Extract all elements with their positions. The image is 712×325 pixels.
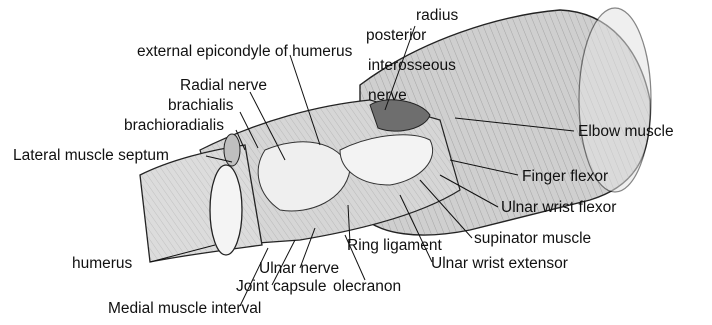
label-interosseous: interosseous (368, 57, 456, 74)
label-radial-nerve: Radial nerve (180, 77, 267, 94)
label-elbow-muscle: Elbow muscle (578, 123, 674, 140)
label-ulnar-nerve: Ulnar nerve (259, 260, 339, 277)
label-humerus: humerus (72, 255, 133, 272)
label-nerve: nerve (368, 87, 407, 104)
label-medial-muscle-interval: Medial muscle interval (108, 300, 261, 317)
label-supinator-muscle: supinator muscle (474, 230, 591, 247)
label-posterior: posterior (366, 27, 426, 44)
label-finger-flexor: Finger flexor (522, 168, 608, 185)
label-radius: radius (416, 7, 458, 24)
label-joint-capsule: Joint capsule (236, 278, 326, 295)
label-brachialis: brachialis (168, 97, 234, 114)
label-external-epicondyle: external epicondyle of humerus (137, 43, 353, 60)
label-ulnar-wrist-extensor: Ulnar wrist extensor (431, 255, 568, 272)
label-olecranon: olecranon (333, 278, 401, 295)
label-brachioradialis: brachioradialis (124, 117, 224, 134)
label-ring-ligament: Ring ligament (347, 237, 442, 254)
label-lateral-muscle-septum: Lateral muscle septum (13, 147, 169, 164)
label-ulnar-wrist-flexor: Ulnar wrist flexor (501, 199, 616, 216)
